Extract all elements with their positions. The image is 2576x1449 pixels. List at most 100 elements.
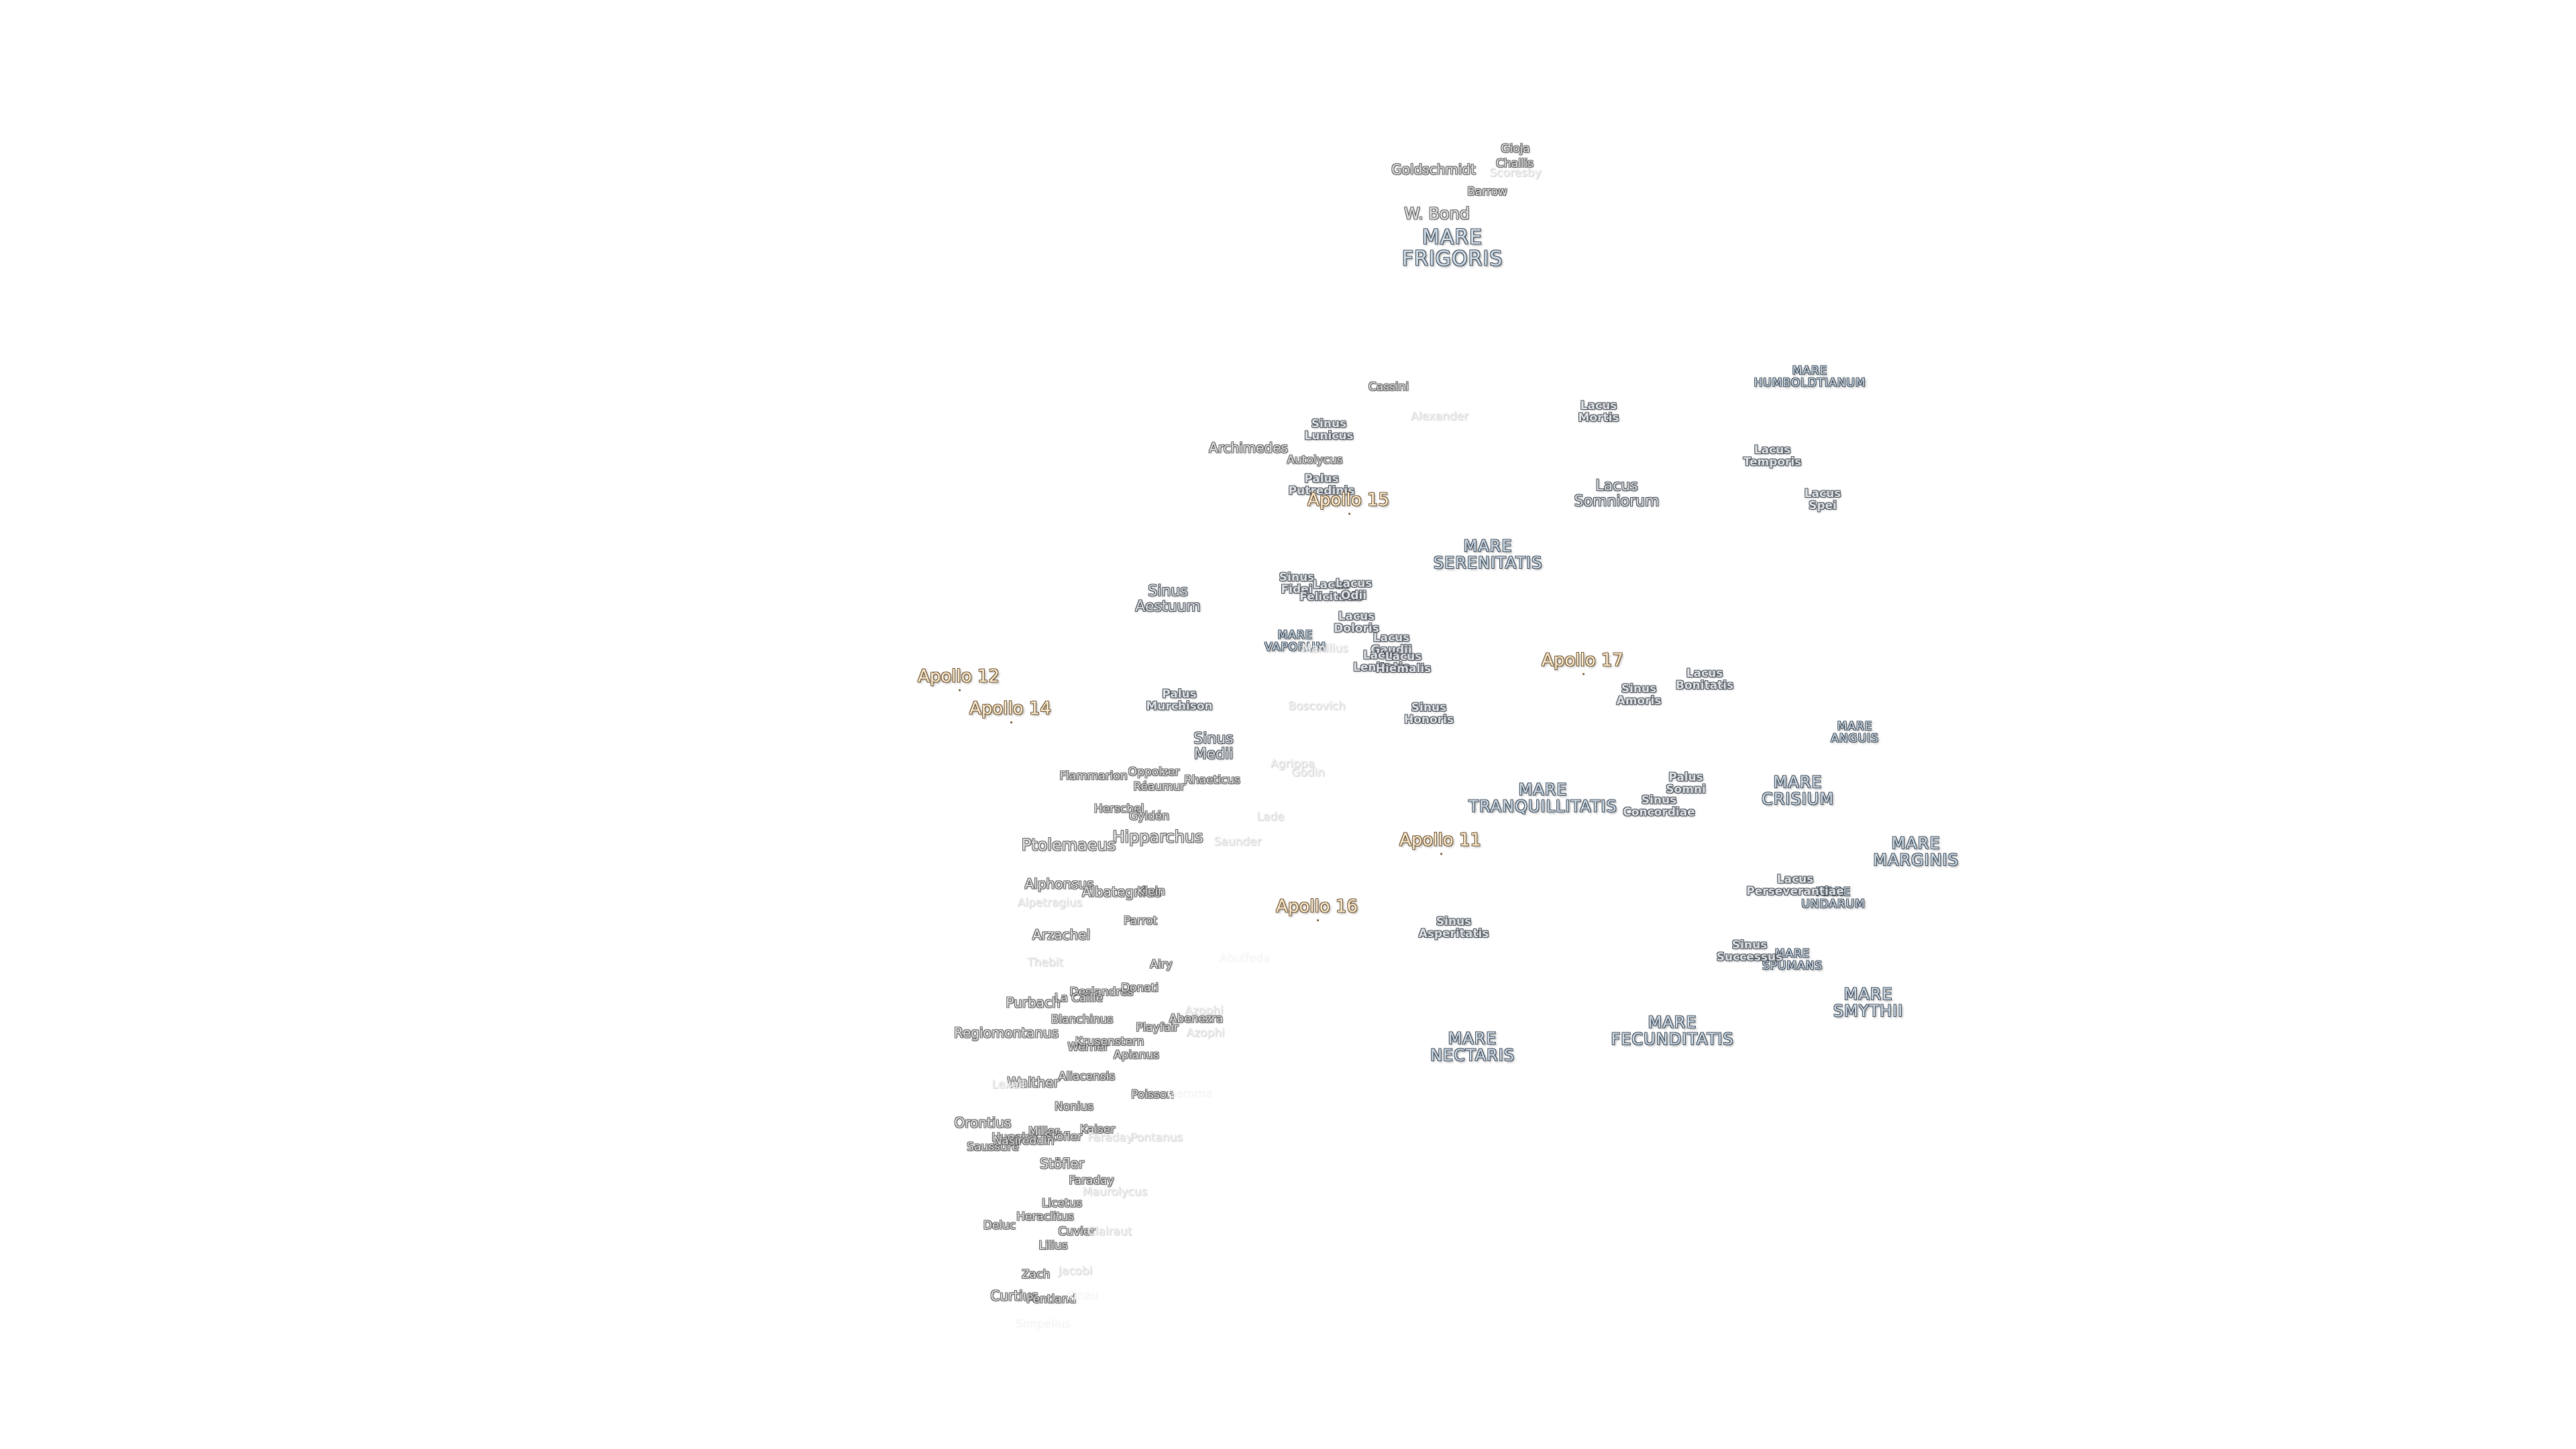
mare-label-mare-humboldtianum: MARE HUMBOLDTIANUM — [1754, 364, 1866, 390]
crater-label-abulfeda: Abulfeda — [1220, 952, 1271, 966]
crater-label-faraday: Faraday — [1069, 1174, 1114, 1188]
apollo-site-apollo-16: Apollo 16 — [1276, 896, 1358, 922]
crater-label-w-bond: W. Bond — [1404, 204, 1470, 223]
crater-label-simpelius: Simpelius — [1015, 1318, 1071, 1332]
crater-label-challis: Challis — [1495, 157, 1534, 171]
mare-label-mare-marginis: MARE MARGINIS — [1873, 833, 1959, 869]
crater-label-oppolzer: Oppolzer — [1128, 765, 1180, 780]
mare-label-mare-anguis: MARE ANGUIS — [1831, 720, 1879, 745]
crater-label-hipparchus: Hipparchus — [1112, 827, 1203, 847]
crater-label-alphonsus: Alphonsus — [1024, 875, 1094, 892]
mare-label-mare-spumans: MARE SPUMANS — [1762, 947, 1823, 973]
feature-label-lacus-spei: Lacus Spei — [1804, 487, 1841, 513]
feature-label-sinus-lunicus: Sinus Lunicus — [1304, 417, 1354, 443]
crater-label-nasireddin: Nasireddin — [993, 1134, 1055, 1148]
crater-label-la-caille: La Caille — [1054, 991, 1104, 1006]
mare-label-mare-nectaris: MARE NECTARIS — [1430, 1028, 1515, 1065]
crater-label-agrippa: Agrippa — [1270, 757, 1316, 771]
crater-label-cuvier: Cuvier — [1058, 1225, 1095, 1239]
crater-label-nonius: Nonius — [1054, 1100, 1094, 1114]
crater-label-curtius: Curtius — [990, 1287, 1038, 1304]
crater-label-deslandres: Deslandres — [1069, 985, 1134, 1000]
feature-label-lacus-felicitatis: Lacus Felicitatis — [1299, 578, 1362, 604]
crater-label-klein: Klein — [1137, 885, 1165, 899]
crater-label-azophi: Azophi — [1185, 1004, 1224, 1018]
crater-label-zach: Zach — [1021, 1268, 1051, 1282]
mare-label-mare-fecunditatis: MARE FECUNDITATIS — [1611, 1012, 1734, 1049]
crater-label-lilius: Lilius — [1038, 1239, 1068, 1253]
crater-label-alpetragius: Alpetragius — [1017, 896, 1083, 910]
apollo-site-apollo-17: Apollo 17 — [1542, 650, 1623, 676]
crater-label-gioja: Gioja — [1501, 142, 1530, 156]
mare-label-mare-frigoris: MARE FRIGORIS — [1401, 225, 1503, 270]
crater-label-apianus: Apianus — [1114, 1049, 1159, 1063]
crater-label-playfair: Playfair — [1136, 1021, 1179, 1035]
crater-label-abenezra: Abenezra — [1169, 1012, 1224, 1026]
crater-label-barrow: Barrow — [1467, 185, 1507, 199]
crater-label-st-fler: Stöfler — [1044, 1130, 1083, 1144]
feature-label-lacus-hiemalis: Lacus Hiemalis — [1375, 650, 1432, 676]
crater-label-kinau: Kinau — [1067, 1289, 1099, 1303]
mare-label-mare-serenitatis: MARE SERENITATIS — [1433, 536, 1543, 572]
crater-label-st-fler: Stöfler — [1040, 1155, 1084, 1172]
mare-label-mare-vaporum: MARE VAPORUM — [1265, 629, 1326, 654]
crater-label-licetus: Licetus — [1041, 1197, 1083, 1211]
crater-label-walther: Walther — [1007, 1074, 1059, 1091]
feature-label-lacus-somniorum: Lacus Somniorum — [1574, 477, 1660, 510]
crater-label-godin: Godin — [1291, 766, 1325, 780]
feature-label-palus-somni: Palus Somni — [1666, 771, 1706, 796]
mare-label-mare-undarum: MARE UNDARUM — [1801, 885, 1866, 911]
feature-label-sinus-medii: Sinus Medii — [1193, 730, 1234, 763]
crater-label-parrot: Parrot — [1123, 914, 1158, 928]
feature-label-sinus-asperitatis: Sinus Asperitatis — [1418, 915, 1489, 941]
crater-label-clairaut: Clairaut — [1087, 1225, 1132, 1239]
crater-label-archimedes: Archimedes — [1209, 439, 1288, 456]
feature-label-sinus-honoris: Sinus Honoris — [1403, 701, 1454, 727]
crater-label-huggins: Huggins — [991, 1131, 1038, 1145]
crater-label-regiomontanus: Regiomontanus — [953, 1024, 1059, 1041]
feature-label-sinus-amoris: Sinus Amoris — [1616, 682, 1662, 708]
crater-label-thebit: Thebit — [1027, 956, 1063, 970]
crater-label-gyld-n: Gyldén — [1129, 810, 1169, 824]
crater-label-jacobi: Jacobi — [1058, 1265, 1093, 1279]
feature-label-palus-putredinis: Palus Putredinis — [1288, 472, 1355, 498]
crater-label-cassini: Cassini — [1368, 380, 1409, 394]
crater-label-purbach: Purbach — [1006, 994, 1061, 1011]
feature-label-lacus-odii: Lacus Odii — [1335, 577, 1373, 602]
crater-label-ptolemaeus: Ptolemaeus — [1021, 835, 1116, 855]
feature-label-sinus-fidei: Sinus Fidei — [1279, 571, 1315, 596]
crater-label-airy: Airy — [1150, 958, 1173, 972]
crater-label-herschel: Herschel — [1093, 802, 1144, 816]
mare-label-mare-tranquillitatis: MARE TRANQUILLITATIS — [1468, 780, 1617, 816]
crater-label-rhaeticus: Rhaeticus — [1184, 773, 1240, 788]
crater-label-orontius: Orontius — [954, 1114, 1012, 1131]
crater-label-blanchinus: Blanchinus — [1051, 1013, 1114, 1027]
crater-label-werner: Werner — [1067, 1040, 1109, 1055]
crater-label-heraclitus: Heraclitus — [1016, 1210, 1074, 1224]
crater-label-lexell: Lexell — [991, 1078, 1025, 1092]
crater-label-gemma: Gemma — [1167, 1087, 1213, 1102]
feature-label-lacus-doloris: Lacus Doloris — [1334, 610, 1379, 635]
crater-label-flammarion: Flammarion — [1059, 769, 1128, 784]
crater-label-poisson: Poisson — [1131, 1088, 1174, 1102]
crater-label-manilius: Manilius — [1301, 642, 1348, 656]
mare-label-mare-smythii: MARE SMYTHII — [1833, 984, 1904, 1020]
crater-label-arzachel: Arzachel — [1032, 926, 1091, 943]
feature-label-lacus-bonitatis: Lacus Bonitatis — [1675, 667, 1734, 692]
crater-label-saussure: Saussure — [967, 1140, 1019, 1155]
feature-label-sinus-concordiae: Sinus Concordiae — [1623, 794, 1695, 819]
crater-label-alexander: Alexander — [1410, 410, 1469, 424]
crater-label-aliacensis: Aliacensis — [1058, 1070, 1116, 1084]
feature-label-lacus-mortis: Lacus Mortis — [1578, 399, 1619, 425]
crater-label-albategnius: Albategnius — [1081, 883, 1162, 900]
crater-label-miller: Miller — [1028, 1125, 1060, 1139]
apollo-site-apollo-14: Apollo 14 — [969, 698, 1051, 724]
mare-label-mare-crisium: MARE CRISIUM — [1761, 772, 1835, 808]
crater-label-maurolycus: Maurolycus — [1082, 1185, 1148, 1199]
feature-label-sinus-successus: Sinus Successus — [1716, 938, 1783, 964]
crater-label-pontanus: Pontanus — [1130, 1131, 1183, 1145]
apollo-site-apollo-15: Apollo 15 — [1307, 490, 1389, 516]
feature-label-sinus-aestuum: Sinus Aestuum — [1135, 582, 1201, 615]
crater-label-azophi: Azophi — [1186, 1026, 1225, 1040]
